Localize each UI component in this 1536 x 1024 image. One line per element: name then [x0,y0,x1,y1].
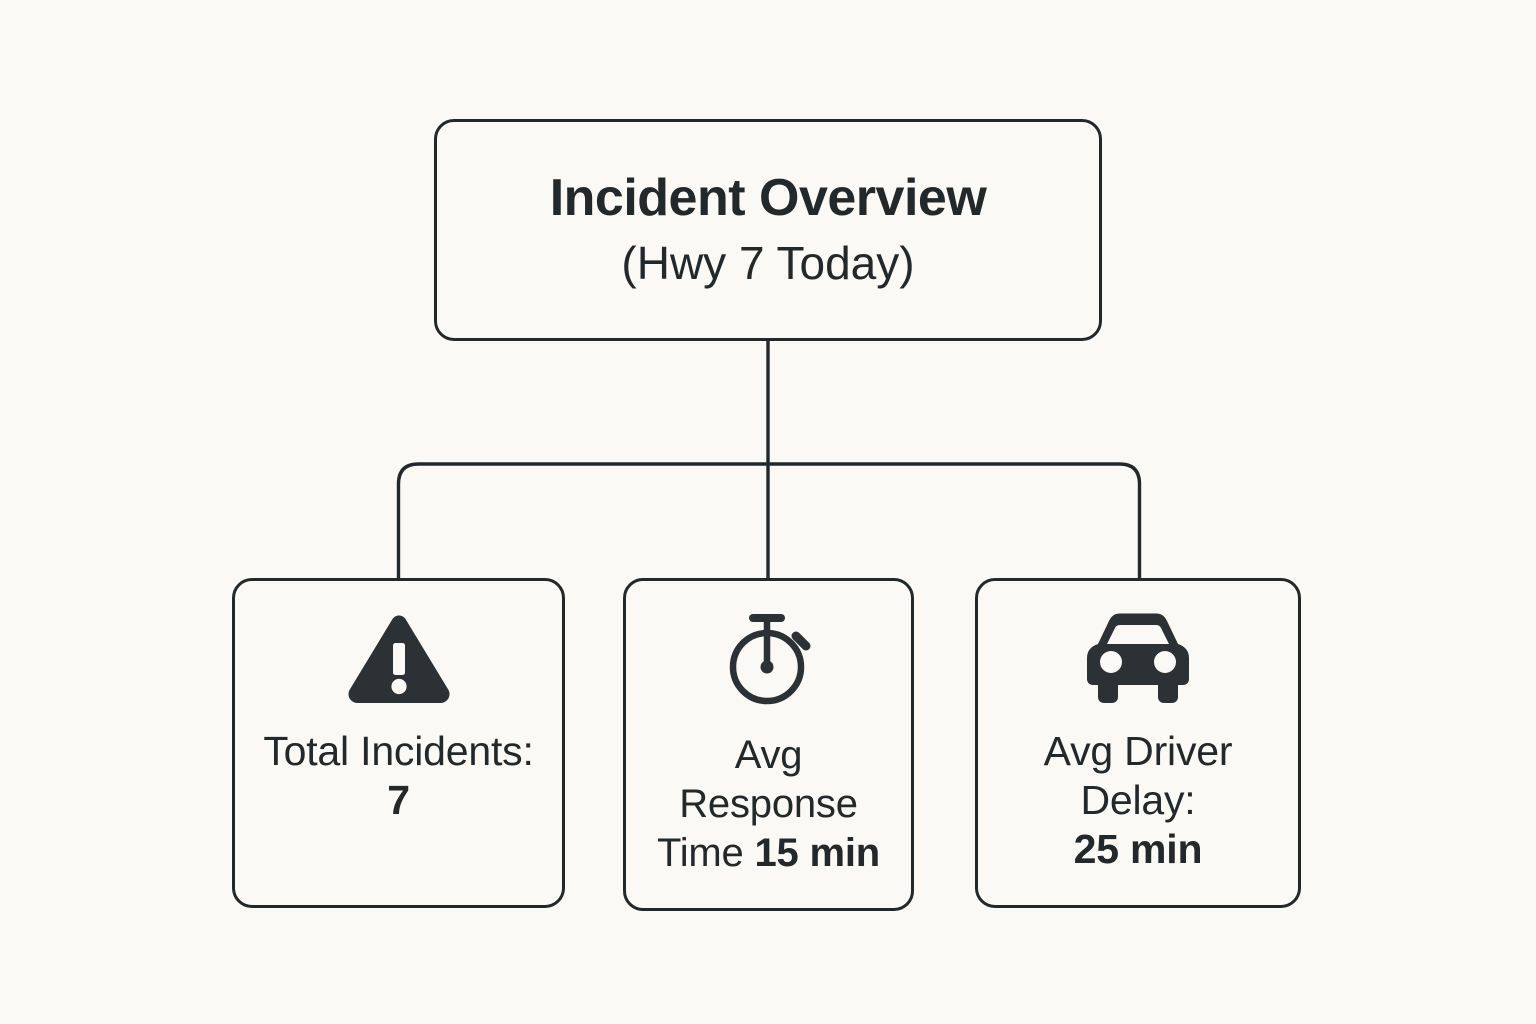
metric-label: Avg Driver Delay: [1043,728,1233,823]
metric-value: 15 min [754,831,881,875]
warning-triangle-icon [345,607,453,711]
metric-card-avg-driver-delay[interactable]: Avg Driver Delay: 25 min [975,578,1301,908]
metric-card-total-incidents[interactable]: Total Incidents: 7 [232,578,565,908]
connector-branch-left [396,462,768,578]
root-node-subtitle: (Hwy 7 Today) [621,237,915,290]
metric-value: 25 min [1073,826,1203,872]
metric-card-text: Avg Response Time 15 min [640,731,897,878]
metric-label: Avg Response Time [656,733,858,875]
metric-card-text: Avg Driver Delay: 25 min [992,727,1284,874]
metric-card-avg-response-time[interactable]: Avg Response Time 15 min [623,578,914,911]
metric-label: Total Incidents: [263,728,534,774]
car-front-icon [1079,607,1197,711]
metric-card-text: Total Incidents: 7 [249,727,548,825]
metric-value: 7 [387,777,410,823]
connector-branch-right [768,462,1142,578]
root-node-incident-overview[interactable]: Incident Overview (Hwy 7 Today) [434,119,1102,341]
stopwatch-icon [717,607,821,711]
root-node-title: Incident Overview [549,169,987,228]
